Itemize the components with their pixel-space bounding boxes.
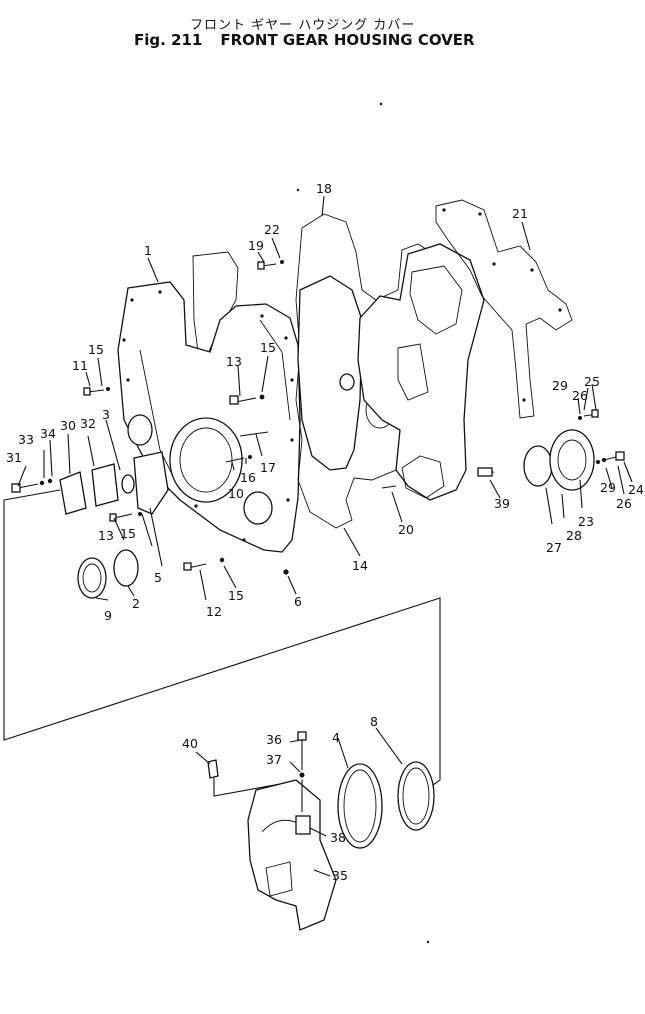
callout-17: 17: [260, 460, 276, 475]
print-speck: [426, 940, 430, 944]
outer-gasket: [435, 199, 573, 419]
figure-title: Fig. 211 FRONT GEAR HOUSING COVER: [134, 31, 475, 49]
figure-title-japanese: フロント ギヤー ハウジング カバー: [190, 18, 416, 33]
callout-25: 25: [584, 374, 600, 389]
callout-14: 14: [352, 558, 368, 573]
callout-26b: 26: [616, 496, 632, 511]
front-cover-rib: [259, 319, 291, 421]
bearing-cap-slot: [265, 861, 293, 897]
callout-40: 40: [182, 736, 198, 751]
wear-sleeve-2: [113, 549, 139, 587]
callout-15b: 15: [260, 340, 276, 355]
callout-20: 20: [398, 522, 414, 537]
plug-40-bracket: [213, 778, 281, 797]
oil-seal-9-inner: [82, 563, 102, 593]
callout-26a: 26: [572, 388, 588, 403]
callout-9: 9: [104, 608, 112, 623]
callout-3: 3: [102, 407, 110, 422]
bolts-and-washers: [11, 260, 495, 575]
callout-30: 30: [60, 418, 76, 433]
housing-5: [133, 451, 169, 515]
print-speck: [296, 188, 300, 192]
callout-35: 35: [332, 868, 348, 883]
callout-15a: 15: [88, 342, 104, 357]
dowel-38: [295, 815, 311, 835]
seal-ring-8-inner: [402, 767, 430, 825]
cover-side-bore: [127, 414, 153, 446]
cover-seal-bore-outer: [169, 417, 243, 503]
callout-22: 22: [264, 222, 280, 237]
callout-15c: 15: [120, 526, 136, 541]
callout-27: 27: [546, 540, 562, 555]
cover-plate-30: [59, 471, 87, 515]
seal-housing-28: [549, 429, 595, 491]
callout-23: 23: [578, 514, 594, 529]
leader-lines-lower: [195, 727, 403, 877]
callout-labels: 1 2 3 4 5 6 8 9 10 11 12 13 13 14 15 15 …: [6, 181, 644, 883]
washer-37: [299, 772, 305, 778]
leader-rear-seal: [3, 489, 61, 501]
callout-10: 10: [228, 486, 244, 501]
callout-2: 2: [132, 596, 140, 611]
plug-40: [207, 759, 219, 779]
gasket-32: [91, 463, 119, 507]
callout-12: 12: [206, 604, 222, 619]
seal-ring-4-inner: [343, 769, 377, 843]
callout-29b: 29: [600, 480, 616, 495]
rear-plate-window: [409, 265, 463, 335]
oil-seal-9: [77, 557, 107, 599]
cover-small-bore: [243, 491, 273, 525]
rear-seal-fasteners: [578, 409, 625, 464]
front-cover-rib: [139, 349, 181, 491]
callout-15d: 15: [228, 588, 244, 603]
gear-housing-body: [297, 275, 363, 471]
callout-33: 33: [18, 432, 34, 447]
callout-11: 11: [72, 358, 88, 373]
callout-34: 34: [40, 426, 56, 441]
callout-36: 36: [266, 732, 282, 747]
callout-6: 6: [294, 594, 302, 609]
assembly-connector-line: [3, 500, 441, 807]
seal-ring-4: [337, 763, 383, 849]
callout-8: 8: [370, 714, 378, 729]
gear-housing-port: [339, 373, 355, 391]
callout-32: 32: [80, 416, 96, 431]
bolt-36-head: [297, 731, 307, 741]
callout-28: 28: [566, 528, 582, 543]
callout-24: 24: [628, 482, 644, 497]
callout-21: 21: [512, 206, 528, 221]
callout-38: 38: [330, 830, 346, 845]
callout-16: 16: [240, 470, 256, 485]
figure-number: Fig. 211: [134, 31, 203, 49]
callout-13b: 13: [98, 528, 114, 543]
callout-19: 19: [248, 238, 264, 253]
callout-13: 13: [226, 354, 242, 369]
seal-ring-27: [523, 445, 553, 487]
bearing-cap-35: [247, 779, 337, 931]
callout-18: 18: [316, 181, 332, 196]
callout-37: 37: [266, 752, 282, 767]
cover-bolt-holes: [122, 290, 294, 542]
callout-29a: 29: [552, 378, 568, 393]
callout-5: 5: [154, 570, 162, 585]
rear-plate-body: [357, 243, 485, 501]
cover-seal-bore-inner: [179, 427, 233, 493]
seal-housing-28-inner: [557, 439, 587, 481]
callout-31: 31: [6, 450, 22, 465]
outer-gasket-holes: [442, 208, 562, 402]
print-speck: [379, 102, 383, 106]
seal-ring-8: [397, 761, 435, 831]
figure-title-english: FRONT GEAR HOUSING COVER: [220, 31, 475, 49]
rear-plate-boss: [401, 455, 445, 499]
callout-1: 1: [144, 243, 152, 258]
callout-4: 4: [332, 730, 340, 745]
oring-3: [121, 474, 135, 494]
leader-lines: [17, 195, 633, 601]
rear-plate-recess: [397, 343, 429, 401]
callout-39: 39: [494, 496, 510, 511]
